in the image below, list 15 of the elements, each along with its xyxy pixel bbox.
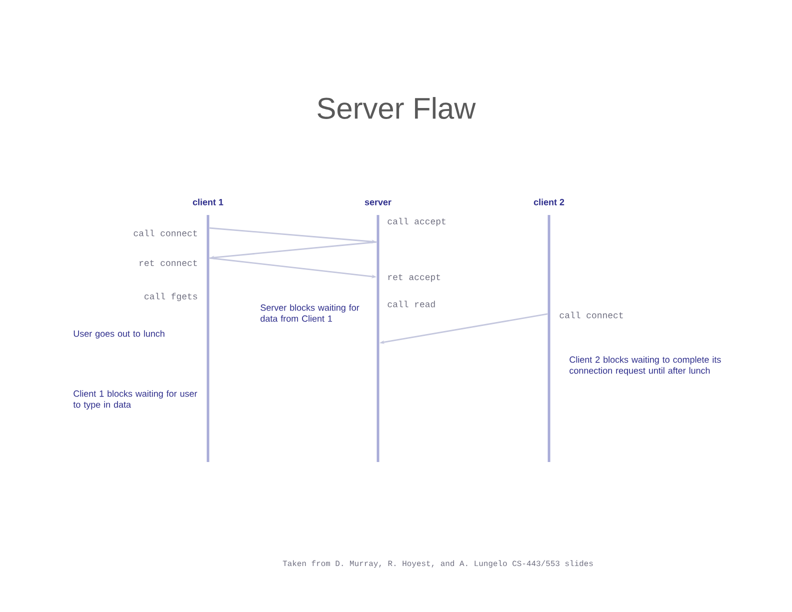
- code-label: call fgets: [144, 292, 198, 302]
- code-label: call accept: [388, 218, 446, 226]
- annotation: Client 2 blocks waiting to complete its connection request until after lunch: [570, 356, 721, 376]
- node-label: server: [364, 200, 392, 206]
- annotation: User goes out to lunch: [74, 330, 164, 339]
- code-label: call connect: [560, 312, 623, 318]
- node-label: client 1: [192, 198, 224, 206]
- code-label: ret connect: [140, 260, 197, 266]
- annotation: Client 1 blocks waiting for user to type in data: [73, 390, 198, 410]
- node-label: client 2: [534, 198, 564, 206]
- code-label: call connect: [134, 230, 197, 236]
- title: Server Flaw: [318, 97, 476, 119]
- annotation: Server blocks waiting for data from Client 1: [260, 304, 360, 322]
- code-label: ret accept: [388, 274, 440, 282]
- code-label: call read: [388, 300, 435, 308]
